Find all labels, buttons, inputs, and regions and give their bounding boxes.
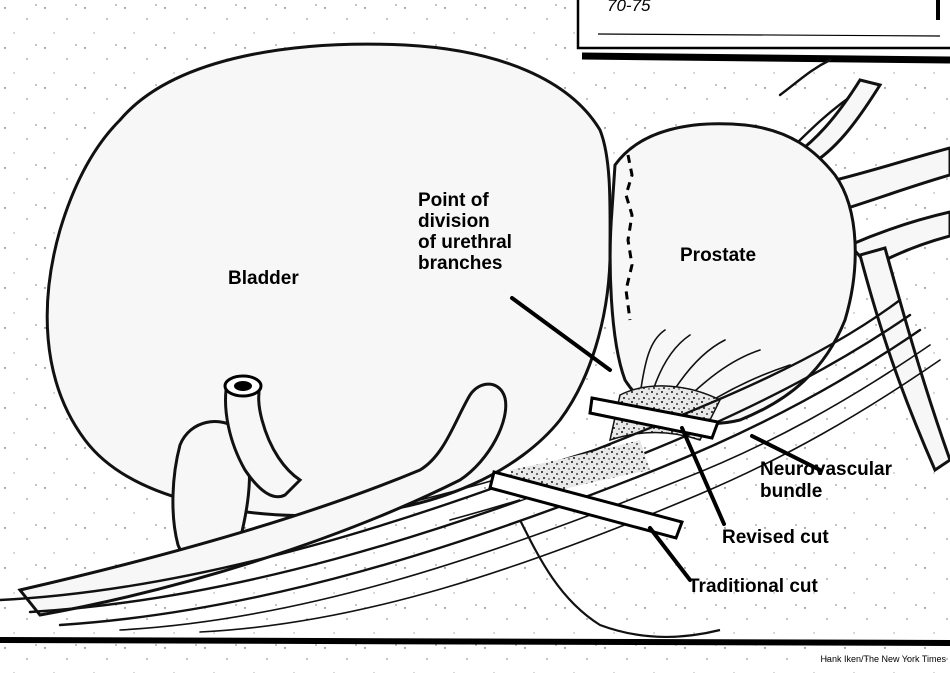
photo-credit: Hank Iken/The New York Times bbox=[820, 654, 946, 664]
prostate-label: Prostate bbox=[680, 245, 756, 266]
bladder-label: Bladder bbox=[228, 268, 299, 289]
revised-cut-label: Revised cut bbox=[722, 527, 829, 548]
bottom-border bbox=[0, 640, 950, 643]
bladder-shape bbox=[47, 44, 610, 516]
traditional-cut-label: Traditional cut bbox=[688, 576, 818, 597]
neurovascular-bundle-label: Neurovascular bundle bbox=[760, 459, 892, 503]
table-row-text: 70-75 bbox=[607, 0, 650, 16]
point-of-division-label: Point of division of urethral branches bbox=[418, 190, 512, 274]
